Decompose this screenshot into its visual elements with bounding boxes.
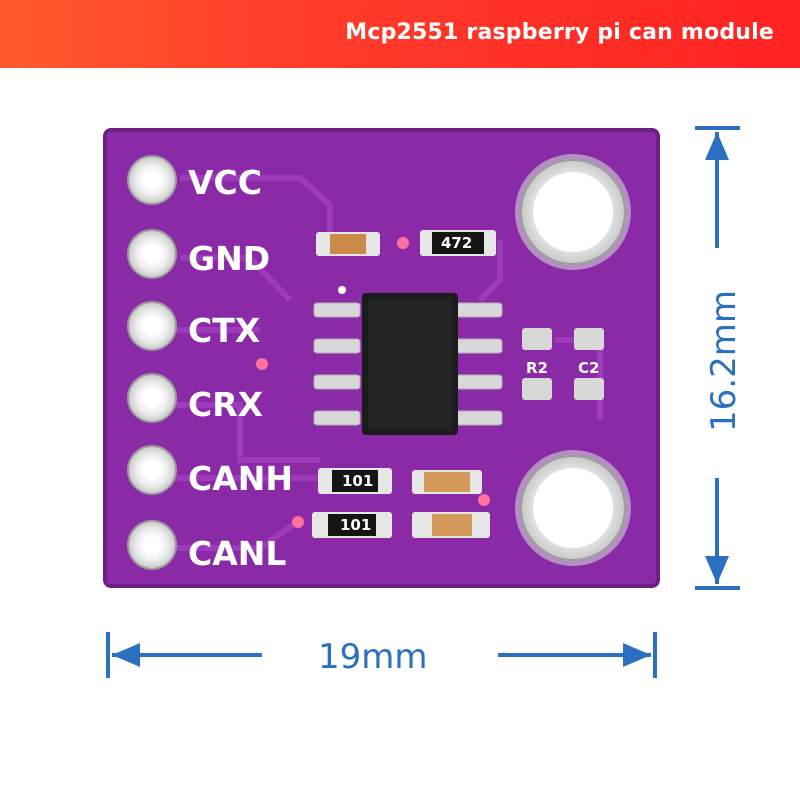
label-r2: R2 (526, 359, 548, 377)
banner-title: Mcp2551 raspberry pi can module (345, 20, 774, 45)
lower-smd-rows: 101 101 (292, 468, 490, 538)
test-point (256, 358, 268, 370)
pin-label-ctx: CTX (188, 311, 260, 350)
pin-label-crx: CRX (188, 385, 263, 424)
pin-label-vcc: VCC (188, 163, 262, 202)
smd-label-low: 101 (340, 516, 371, 534)
pin-holes (127, 155, 177, 570)
label-c2: C2 (578, 359, 599, 377)
height-label: 16.2mm (704, 290, 744, 432)
ic-chip (313, 286, 503, 435)
width-dimension (106, 632, 657, 678)
pcb-edge-shade (103, 128, 660, 588)
mounting-holes (515, 154, 631, 566)
title-banner: Mcp2551 raspberry pi can module (0, 0, 800, 68)
top-smd-row: 472 (316, 230, 496, 256)
width-label: 19mm (318, 637, 428, 677)
pin-label-canl: CANL (188, 534, 286, 573)
height-dimension (695, 126, 740, 590)
r2-c2-components: R2 C2 (522, 328, 604, 400)
pin-label-gnd: GND (188, 239, 270, 278)
smd-label-top: 472 (441, 234, 472, 252)
pin-label-canh: CANH (188, 459, 293, 498)
smd-label-mid: 101 (342, 472, 373, 490)
